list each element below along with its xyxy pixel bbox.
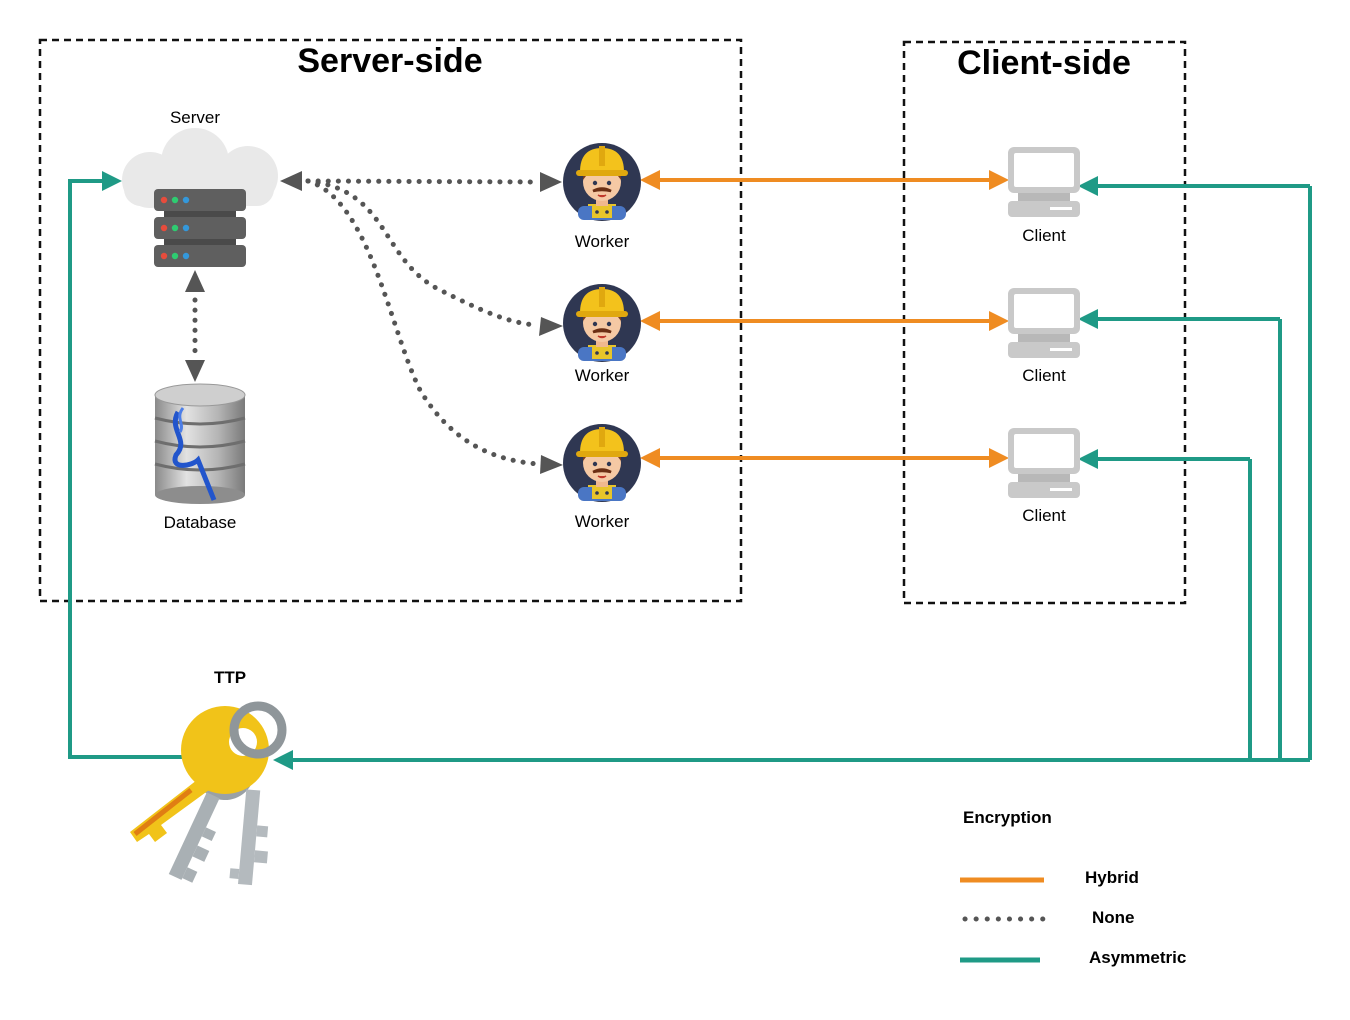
- server-side-title: Server-side: [297, 42, 483, 80]
- database-label: Database: [163, 513, 237, 532]
- database-icon: [154, 383, 246, 504]
- client-side-title: Client-side: [957, 44, 1131, 82]
- client-label: Client: [1022, 506, 1066, 525]
- worker-label: Worker: [574, 512, 630, 531]
- server-label: Server: [169, 108, 221, 127]
- legend-none-label: None: [1092, 908, 1135, 927]
- keys-icon: [130, 701, 287, 886]
- ttp-label: TTP: [213, 668, 247, 687]
- cloud-server-icon: [122, 128, 278, 267]
- unencrypted-connections: [192, 178, 541, 467]
- unencrypted-arrowheads: [185, 171, 563, 474]
- client-computer-icon: [1008, 288, 1080, 358]
- worker-avatar-icon: [561, 422, 643, 504]
- legend-swatches: [960, 877, 1047, 963]
- client-label: Client: [1022, 366, 1066, 385]
- server-side-group: [38, 38, 743, 603]
- legend-title: Encryption: [963, 808, 1052, 827]
- worker-avatar-icon: [561, 282, 643, 364]
- worker-avatar-icon: [561, 141, 643, 223]
- legend-asymmetric-label: Asymmetric: [1089, 948, 1187, 967]
- client-label: Client: [1022, 226, 1066, 245]
- client-computer-icon: [1008, 428, 1080, 498]
- client-computer-icon: [1008, 147, 1080, 217]
- legend-hybrid-label: Hybrid: [1085, 868, 1139, 887]
- hybrid-connections: [640, 170, 1009, 468]
- worker-label: Worker: [574, 232, 630, 251]
- worker-label: Worker: [574, 366, 630, 385]
- asymmetric-connections: [68, 171, 1312, 770]
